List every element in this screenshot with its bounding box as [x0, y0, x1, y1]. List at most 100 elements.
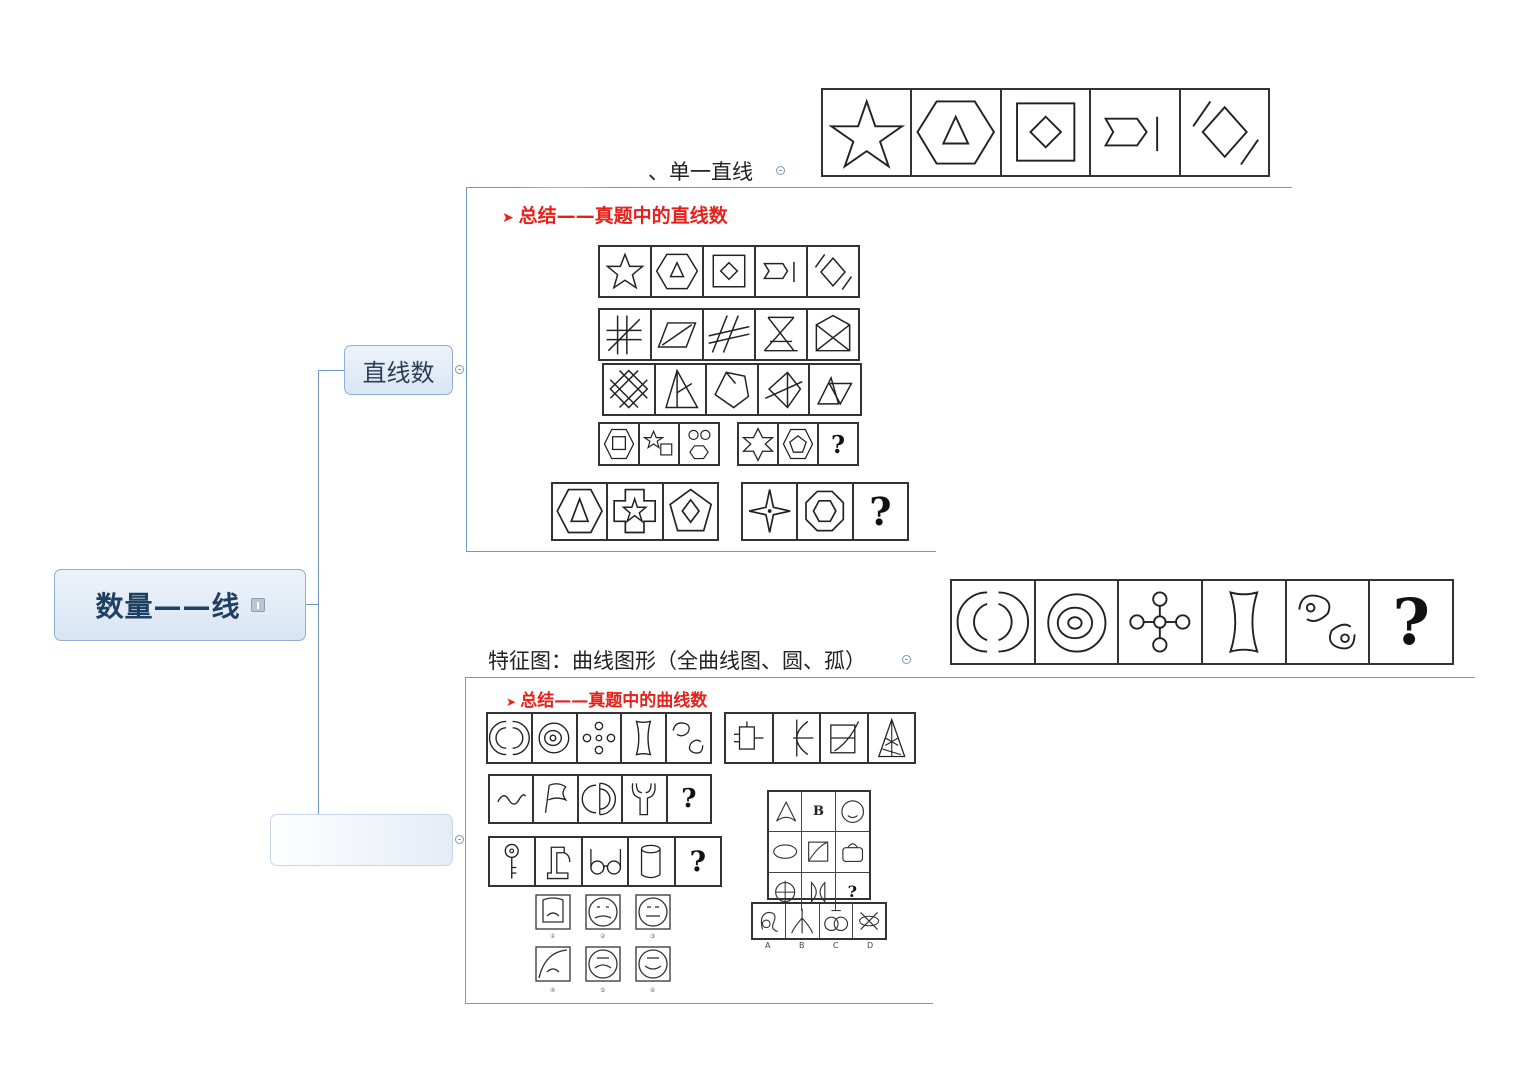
slanted-diamond-figure — [808, 247, 858, 296]
single-line-label: 、单一直线 — [648, 160, 753, 184]
question-cell: ? — [854, 484, 907, 539]
branch-straight-lines[interactable]: 直线数 — [344, 345, 453, 395]
question-cell: ? — [1370, 581, 1452, 663]
wave-figure — [490, 776, 535, 822]
kite-figure — [759, 365, 811, 414]
svg-text:③: ③ — [650, 933, 655, 940]
branch-straight-label: 直线数 — [362, 358, 435, 387]
star-square-figure — [640, 424, 680, 464]
curved-barrel-figure — [622, 714, 668, 762]
svg-text:⑥: ⑥ — [650, 987, 655, 994]
hexagon-triangle-figure — [553, 484, 609, 539]
hexagon-pentagon-figure — [779, 424, 819, 464]
hexagon-triangle-figure — [652, 247, 704, 296]
grid-answer-options — [751, 902, 887, 940]
square-curve-figure — [821, 714, 869, 762]
collapse-toggle-straight[interactable] — [455, 365, 464, 374]
flower-circles-figure — [1119, 581, 1204, 663]
split-circle-figure — [952, 581, 1036, 663]
branch-curve-lines[interactable] — [270, 814, 453, 866]
straight-row-1 — [598, 245, 860, 298]
collapse-toggle-single-line[interactable] — [776, 166, 785, 175]
horn-figure — [623, 776, 668, 822]
square-diamond-figure — [1002, 90, 1092, 175]
square-diamond-figure — [704, 247, 756, 296]
collapse-toggle-curve-feature[interactable] — [902, 655, 911, 664]
option-c-figure — [820, 904, 853, 938]
question-mark: ? — [681, 784, 697, 814]
curve-matrix-grid: B ? — [767, 790, 871, 911]
star-figure — [600, 247, 652, 296]
parallelogram-figure — [652, 310, 704, 359]
fade-overlay — [470, 150, 660, 190]
question-mark: ? — [689, 845, 707, 878]
svg-text:④: ④ — [550, 987, 555, 994]
main-connector — [318, 370, 319, 840]
star-figure — [823, 90, 913, 175]
circuit-figure — [726, 714, 774, 762]
curve-summary-title: ➤ 总结——真题中的曲线数 — [506, 691, 708, 711]
hash-lines-figure — [600, 310, 652, 359]
single-line-figure-strip — [821, 88, 1270, 177]
option-d-figure — [853, 904, 885, 938]
straight-row-2 — [598, 308, 860, 361]
arc-lines-figure — [774, 714, 821, 762]
grid-cell-7 — [769, 872, 803, 911]
curve-group-connector — [465, 677, 466, 1004]
grid-letter: B — [812, 804, 824, 820]
svg-text:①: ① — [550, 933, 555, 940]
question-cell: ? — [676, 838, 720, 885]
root-connector — [306, 604, 319, 605]
house-cross-figure — [808, 310, 858, 359]
curve-panel-bottom — [465, 1003, 933, 1004]
slanted-diamond-figure — [1181, 90, 1268, 175]
curve-feature-label: 特征图：曲线图形（全曲线图、圆、孤） — [488, 649, 866, 673]
grid-cell-2: B — [802, 792, 836, 833]
sail-figure — [656, 365, 708, 414]
flag-figure — [534, 776, 579, 822]
question-cell: ? — [819, 424, 857, 464]
question-mark: ? — [869, 489, 892, 534]
cylinder-figure — [629, 838, 676, 885]
collapse-toggle-curve[interactable] — [455, 835, 464, 844]
grid-cell-5 — [802, 832, 836, 873]
straight-row-4a — [598, 422, 720, 466]
triangles-figure — [810, 365, 860, 414]
question-mark: ? — [830, 429, 846, 459]
option-label-a: A — [765, 941, 771, 950]
question-mark: ? — [847, 882, 857, 902]
option-label-b: B — [799, 941, 805, 950]
key-figure — [490, 838, 537, 885]
straight-row-5a — [551, 482, 719, 541]
tower-figure — [869, 714, 915, 762]
flower-circles-figure — [578, 714, 623, 762]
grid-cell-3 — [835, 792, 869, 833]
straight-row-4b: ? — [737, 422, 859, 466]
straight-summary-title: ➤ 总结——真题中的直线数 — [502, 205, 728, 227]
pentagon-diamond-figure — [664, 484, 717, 539]
two-loops-figure — [667, 714, 710, 762]
straight-row-3 — [602, 363, 862, 416]
note-icon[interactable] — [250, 598, 265, 612]
octagon-figure — [798, 484, 854, 539]
grid-cell-8 — [802, 872, 836, 911]
option-label-c: C — [833, 941, 839, 950]
curve-row-1b — [724, 712, 916, 764]
curve-figure-strip: ? — [950, 579, 1454, 665]
grid-cell-1 — [769, 792, 803, 833]
option-label-d: D — [867, 941, 874, 950]
curved-barrel-figure — [1203, 581, 1287, 663]
crossing-lines-figure — [704, 310, 756, 359]
root-topic[interactable]: 数量——线 — [54, 569, 306, 641]
straight-group-connector — [466, 187, 467, 551]
question-mark: ? — [1392, 584, 1430, 660]
glasses-figure — [583, 838, 630, 885]
curve-top-line — [465, 677, 1475, 678]
grid-cell-9: ? — [836, 873, 869, 911]
svg-text:⑤: ⑤ — [600, 987, 605, 994]
four-point-star-figure — [743, 484, 799, 539]
half-moons-figure — [579, 776, 624, 822]
straight-panel-bottom — [466, 551, 936, 552]
hourglass-figure — [756, 310, 808, 359]
